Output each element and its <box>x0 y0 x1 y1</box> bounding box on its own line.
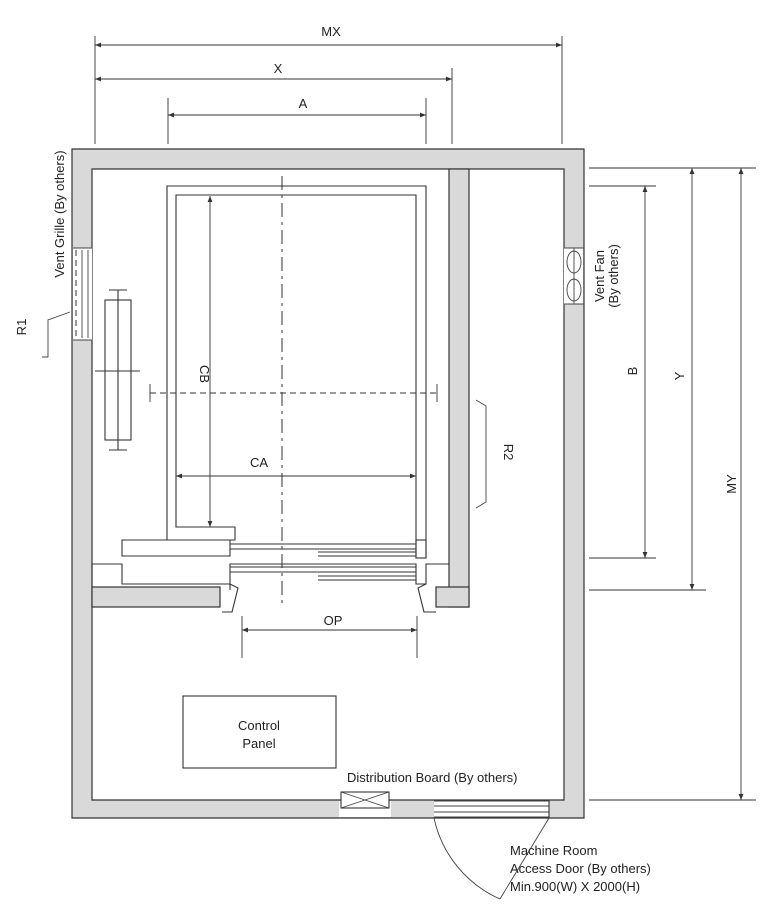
dimension-x: X <box>95 61 453 144</box>
b-label: B <box>625 367 640 376</box>
ca-label: CA <box>250 455 268 470</box>
a-label: A <box>299 96 308 111</box>
car <box>121 185 427 559</box>
access-door-opening <box>434 801 549 817</box>
vent-fan-opening <box>564 248 583 304</box>
op-label: OP <box>324 613 343 628</box>
hoistway-right-wall <box>448 168 470 608</box>
vent-fan <box>564 247 584 305</box>
dimension-ca: CA <box>176 455 416 479</box>
y-label: Y <box>672 371 687 380</box>
access-door-label-1: Machine Room <box>510 843 597 858</box>
control-panel <box>182 695 337 769</box>
r2-bracket: R2 <box>475 399 516 509</box>
hoistway-front-wall-left <box>91 586 221 608</box>
control-panel-label-1: Control <box>238 718 280 733</box>
vent-fan-label-2: (By others) <box>606 244 621 308</box>
my-label: MY <box>724 474 739 494</box>
dimension-my: MY <box>589 167 756 801</box>
access-door <box>433 800 550 900</box>
distribution-board <box>340 791 390 809</box>
hoistway-front-wall-right <box>435 586 470 608</box>
access-door-label-3: Min.900(W) X 2000(H) <box>510 879 640 894</box>
dimension-op: OP <box>241 613 418 658</box>
cb-label: CB <box>197 365 212 383</box>
control-panel-label-2: Panel <box>242 736 275 751</box>
x-label: X <box>274 61 283 76</box>
dimension-mx: MX <box>94 24 563 144</box>
dimension-y: Y <box>589 168 706 591</box>
dimension-cb: CB <box>197 196 213 527</box>
traction-machine <box>95 289 140 451</box>
vent-grille-label: Vent Grille (By others) <box>52 150 67 277</box>
vent-grille-opening <box>73 248 92 340</box>
vent-grille <box>73 247 92 341</box>
dimension-b: B <box>589 185 656 559</box>
r1-label: R1 <box>14 319 29 336</box>
distribution-board-label: Distribution Board (By others) <box>347 770 518 785</box>
mx-label: MX <box>321 24 341 39</box>
r1-bracket: R1 <box>14 311 71 358</box>
r2-label: R2 <box>501 444 516 461</box>
access-door-label-2: Access Door (By others) <box>510 861 651 876</box>
vent-fan-label-1: Vent Fan <box>592 250 607 302</box>
dimension-a: A <box>167 96 427 144</box>
landing-door <box>91 563 449 613</box>
